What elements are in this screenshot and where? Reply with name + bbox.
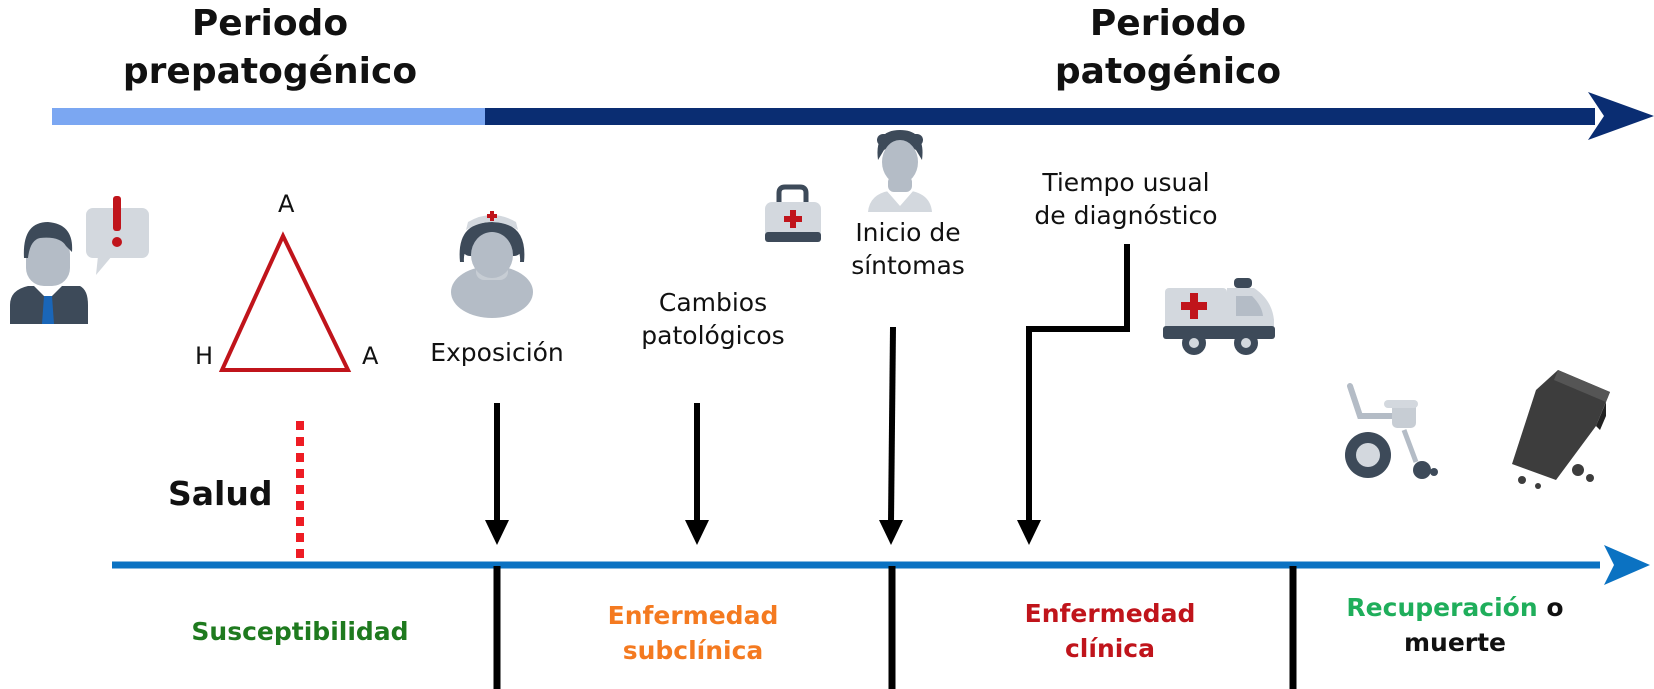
diagnosis-time-label: Tiempo usual de diagnóstico <box>1016 166 1236 232</box>
coffin-icon <box>1512 370 1610 489</box>
clinical-line1: Enfermedad <box>1024 599 1196 628</box>
person-alert-icon <box>10 196 149 324</box>
symptom-onset-line1: Inicio de <box>855 218 961 247</box>
subclinical-line2: subclínica <box>622 636 764 665</box>
pathogenic-period-title: Periodo patogénico <box>1008 0 1328 96</box>
pathologic-changes-arrow <box>685 403 709 545</box>
symptom-onset-arrow <box>879 326 903 545</box>
outcome-phase-label: Recuperación o muerte <box>1330 590 1580 660</box>
prepathogenic-bar <box>52 108 486 125</box>
ambulance-icon <box>1163 278 1275 355</box>
timeline-arrowhead <box>1604 545 1650 585</box>
medical-kit-icon <box>765 184 821 242</box>
nurse-icon <box>451 211 533 318</box>
wheelchair-icon <box>1345 383 1438 479</box>
epidemiological-triangle <box>218 231 352 372</box>
symptom-onset-line2: síntomas <box>851 251 965 280</box>
symptom-onset-label: Inicio de síntomas <box>818 216 998 282</box>
pathogenic-arrowhead <box>1588 92 1654 140</box>
diagnosis-time-line2: de diagnóstico <box>1034 201 1218 230</box>
clinical-line2: clínica <box>1064 634 1155 663</box>
triangle-label-agent: A <box>278 190 295 218</box>
prepathogenic-period-title: Periodo prepatogénico <box>110 0 430 96</box>
pathologic-changes-label: Cambios patológicos <box>618 286 808 352</box>
clinical-phase-label: Enfermedad clínica <box>1000 596 1220 666</box>
triangle-label-host: H <box>195 342 214 370</box>
diagnosis-time-line1: Tiempo usual <box>1042 168 1210 197</box>
prepathogenic-title-line2: prepatogénico <box>122 51 418 92</box>
doctor-icon <box>868 130 932 212</box>
prepathogenic-title-line1: Periodo <box>191 3 349 44</box>
recovery-text: Recuperación <box>1346 593 1538 622</box>
diagnosis-time-arrow <box>1017 244 1130 545</box>
exposure-label: Exposición <box>430 338 564 367</box>
pathogenic-title-line2: patogénico <box>1054 51 1282 92</box>
or-text: o <box>1537 593 1564 622</box>
exposure-arrow <box>485 403 509 545</box>
pathogenic-bar <box>485 108 1595 125</box>
susceptibility-phase-label: Susceptibilidad <box>191 617 409 646</box>
pathologic-changes-line1: Cambios <box>658 288 768 317</box>
subclinical-phase-label: Enfermedad subclínica <box>588 598 798 668</box>
death-text: muerte <box>1403 628 1507 657</box>
pathologic-changes-line2: patológicos <box>641 321 785 350</box>
outcome-line1: Recuperación o <box>1330 590 1580 625</box>
triangle-label-environment: A <box>362 342 379 370</box>
health-label: Salud <box>168 474 273 513</box>
pathogenic-title-line1: Periodo <box>1089 3 1247 44</box>
subclinical-line1: Enfermedad <box>607 601 779 630</box>
